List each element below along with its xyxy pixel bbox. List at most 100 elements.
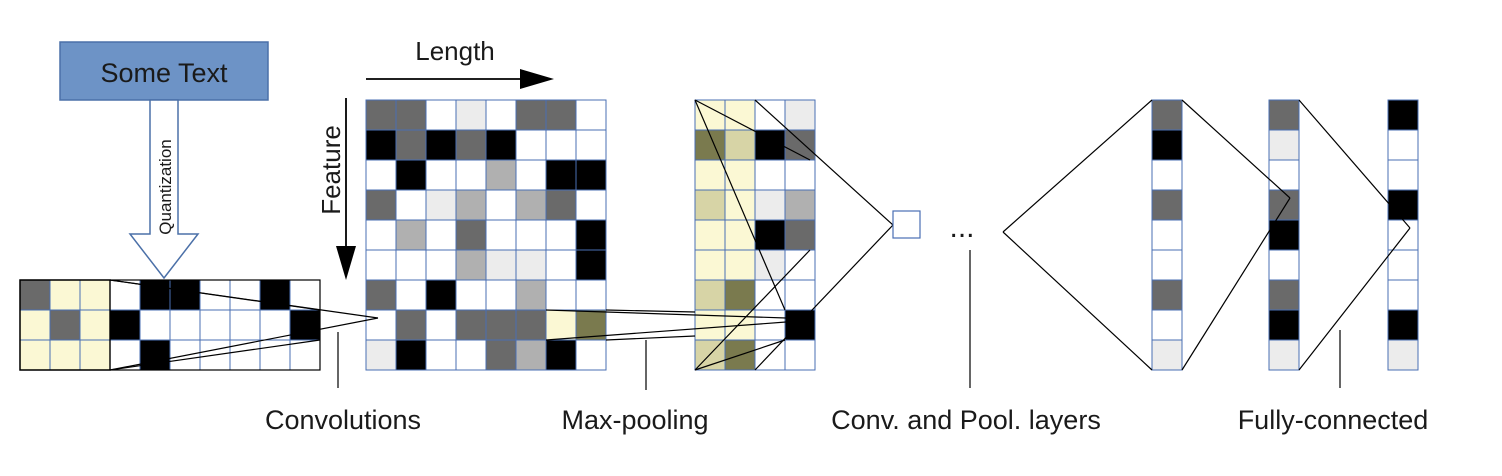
column-c-cell — [1387, 99, 1419, 131]
feature-map-cell — [515, 249, 547, 281]
label-conv-pool-layers: Conv. and Pool. layers — [831, 405, 1101, 435]
input-strip-cell — [289, 339, 321, 371]
input-strip-cell — [169, 309, 201, 341]
feature-map-cell — [545, 339, 577, 371]
input-strip-cell — [49, 309, 81, 341]
input-strip-cell — [139, 309, 171, 341]
input-strip-cell — [229, 309, 261, 341]
pooled-map-cell — [784, 129, 816, 161]
feature-map-cell — [455, 279, 487, 311]
feature-map-cell — [395, 249, 427, 281]
column-a-cell — [1151, 279, 1183, 311]
pooled-map-cell — [784, 279, 816, 311]
input-strip-cell — [19, 339, 51, 371]
feature-map-cell — [395, 339, 427, 371]
pooled-map-cell — [754, 189, 786, 221]
feature-map-cell — [575, 189, 607, 221]
pooled-map-cell — [784, 189, 816, 221]
pooled-map-cell — [784, 249, 816, 281]
feature-map-cell — [515, 339, 547, 371]
input-strip-cell — [109, 279, 141, 311]
feature-map-cell — [485, 339, 517, 371]
feature-map-cell — [545, 219, 577, 251]
ellipsis: ... — [949, 211, 974, 244]
pooled-map-cell — [724, 339, 756, 371]
column-a-cell — [1151, 189, 1183, 221]
pooled-map-cell — [784, 99, 816, 131]
pooled-map-cell — [724, 99, 756, 131]
feature-map-cell — [395, 159, 427, 191]
feature-map-cell — [455, 129, 487, 161]
column-c-cell — [1387, 189, 1419, 221]
column-c-cell — [1387, 279, 1419, 311]
pooled-map-cell — [694, 309, 726, 341]
feature-map-cell — [515, 159, 547, 191]
feature-map-cell — [365, 159, 397, 191]
feature-map-cell — [485, 309, 517, 341]
feature-label: Feature — [316, 125, 346, 215]
column-c-cell — [1387, 309, 1419, 341]
feature-map-grid — [365, 99, 607, 371]
feature-map-cell — [365, 249, 397, 281]
pooled-map-cell — [724, 279, 756, 311]
pooling-window-dark — [575, 309, 607, 341]
feature-map-cell — [425, 219, 457, 251]
feature-map-cell — [515, 279, 547, 311]
feature-map-cell — [575, 339, 607, 371]
feature-map-cell — [455, 99, 487, 131]
feature-map-cell — [395, 309, 427, 341]
feature-arrowhead — [336, 246, 356, 280]
feature-map-cell — [485, 249, 517, 281]
column-a-cell — [1151, 99, 1183, 131]
column-b-cell — [1268, 129, 1300, 161]
feature-column-a — [1151, 99, 1183, 371]
column-b-cell — [1268, 189, 1300, 221]
feature-map-cell — [545, 279, 577, 311]
pooled-map-cell — [724, 159, 756, 191]
column-c-cell — [1387, 219, 1419, 251]
feature-map-cell — [365, 189, 397, 221]
connection-lines — [19, 99, 1411, 371]
pooled-map-cell — [724, 129, 756, 161]
feature-map-cell — [575, 99, 607, 131]
input-text-box — [59, 41, 269, 101]
column-a-cell — [1151, 249, 1183, 281]
feature-map-cell — [515, 129, 547, 161]
feature-map-cell — [575, 249, 607, 281]
feature-map-cell — [515, 99, 547, 131]
feature-map-cell — [485, 129, 517, 161]
column-b-cell — [1268, 339, 1300, 371]
input-strip-cell — [109, 339, 141, 371]
input-strip-cell — [229, 279, 261, 311]
column-b-cell — [1268, 249, 1300, 281]
label-pointers — [337, 250, 1341, 390]
length-label: Length — [415, 36, 495, 66]
input-strip-cell — [289, 309, 321, 341]
feature-map-cell — [395, 99, 427, 131]
column-b-cell — [1268, 99, 1300, 131]
column-a-cell — [1151, 219, 1183, 251]
label-fully-connected: Fully-connected — [1238, 405, 1429, 435]
pooled-map-cell — [694, 219, 726, 251]
feature-map-cell — [395, 219, 427, 251]
feature-map-cell — [455, 339, 487, 371]
length-arrowhead — [520, 69, 554, 89]
feature-map-cell — [425, 189, 457, 221]
feature-map-cell — [515, 189, 547, 221]
feature-map-cell — [455, 249, 487, 281]
feature-map-cell — [425, 129, 457, 161]
feature-map-cell — [455, 309, 487, 341]
quantization-label: Quantization — [156, 139, 175, 234]
column-b-cell — [1268, 159, 1300, 191]
feature-map-cell — [455, 159, 487, 191]
column-b-cell — [1268, 279, 1300, 311]
column-b-cell — [1268, 309, 1300, 341]
feature-map-cell — [545, 99, 577, 131]
feature-map-cell — [425, 99, 457, 131]
feature-column-b — [1268, 99, 1300, 371]
pooled-map-cell — [784, 339, 816, 371]
column-a-cell — [1151, 129, 1183, 161]
column-a-cell — [1151, 159, 1183, 191]
column-c-cell — [1387, 159, 1419, 191]
input-strip-cell — [289, 279, 321, 311]
